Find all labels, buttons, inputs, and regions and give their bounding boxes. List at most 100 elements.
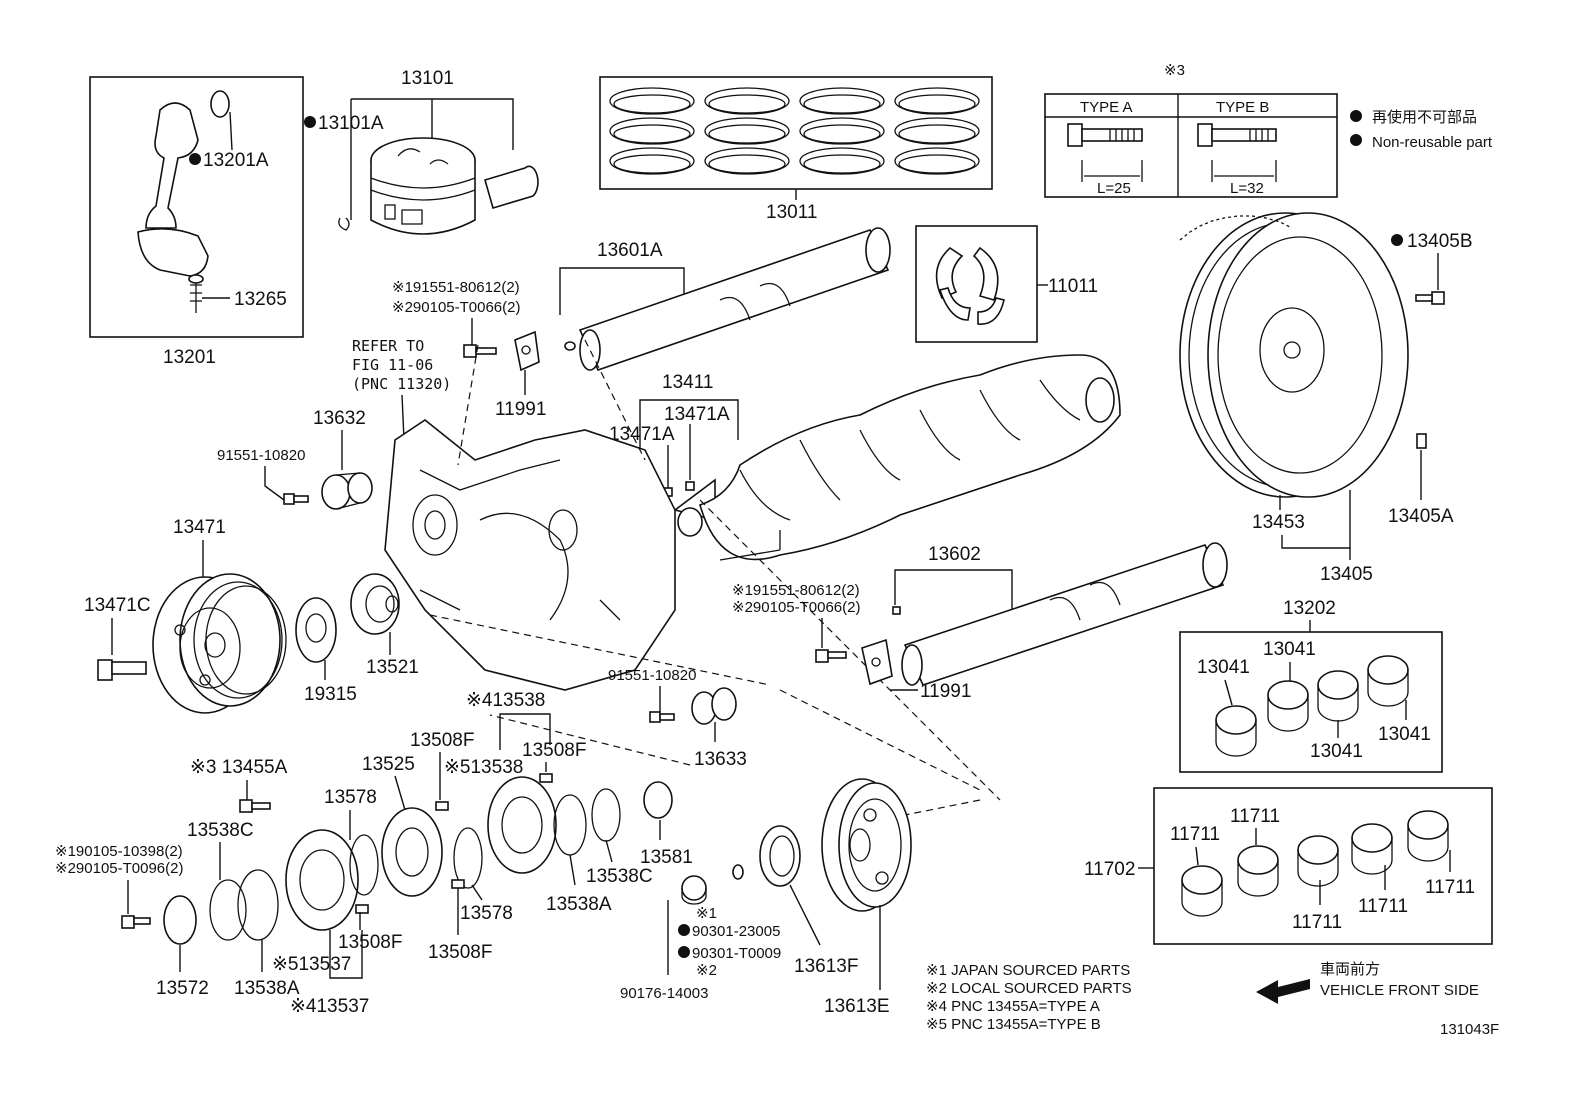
oil-plug-drawing [681, 864, 744, 905]
part-label-11711-a: 11711 [1170, 824, 1220, 845]
part-label-13508F-c: 13508F [338, 932, 402, 953]
pulley-bolt-drawing [97, 659, 147, 681]
piston-rings-drawing [609, 87, 980, 175]
piston-drawing [338, 137, 539, 235]
part-label-13471A-right: 13471A [664, 404, 730, 425]
part-label-13453: 13453 [1252, 512, 1305, 533]
part-label-13471C: 13471C [84, 595, 151, 616]
part-label-13538A-b: 13538A [234, 978, 300, 999]
part-label-13633: 13633 [694, 749, 747, 770]
figure-number: 131043F [1440, 1021, 1499, 1038]
rod-bearing-box [1179, 631, 1443, 773]
connecting-rod-drawing [137, 90, 230, 313]
non-reusable-dot [189, 153, 201, 165]
part-label-91551-upper: 91551-10820 [217, 447, 305, 464]
footnote-1: ※1 JAPAN SOURCED PARTS [926, 962, 1130, 979]
bolt-91551-upper [283, 493, 309, 505]
part-label-11702: 11702 [1084, 859, 1135, 880]
bolt-type-b-drawing [1197, 123, 1277, 182]
part-label-13101: 13101 [401, 68, 454, 89]
bolt-type-table [1044, 93, 1338, 198]
part-label-13538-type4: ※413538 [466, 690, 545, 711]
thrust-washer-box [915, 225, 1038, 343]
part-label-13405: 13405 [1320, 564, 1373, 585]
part-label-13578-b: 13578 [460, 903, 513, 924]
part-label-19315: 19315 [304, 684, 357, 705]
part-label-13471: 13471 [173, 517, 226, 538]
bolt-upper-drawing [463, 344, 497, 358]
bolt-190105-drawing [121, 915, 151, 929]
part-label-11711-d: 11711 [1358, 896, 1408, 917]
idler-gear-13632-drawing [321, 472, 373, 510]
part-label-13538A-a: 13538A [546, 894, 612, 915]
bolt-13455A-drawing [239, 799, 271, 813]
type-b-length: L=32 [1230, 180, 1264, 197]
main-bearings-drawing [1181, 810, 1449, 917]
note-290105-lower: ※290105-T0066(2) [732, 599, 860, 616]
part-label-13538C-a: 13538C [187, 820, 254, 841]
part-label-13508F-a: 13508F [410, 730, 474, 751]
dowel-pin-13405A [1416, 433, 1427, 449]
part-label-13581: 13581 [640, 847, 693, 868]
part-label-13041-a: 13041 [1197, 657, 1250, 678]
bolt-lower-drawing [815, 649, 847, 663]
part-label-13041-c: 13041 [1310, 741, 1363, 762]
crank-gear-13521-drawing [350, 573, 400, 635]
main-bearing-box [1153, 787, 1493, 945]
note-191551-lower: ※191551-80612(2) [732, 582, 860, 599]
flywheel-bolt-drawing [1415, 291, 1445, 305]
part-label-13202: 13202 [1283, 598, 1336, 619]
timing-plate-19315-drawing [295, 597, 337, 663]
footnote-4: ※5 PNC 13455A=TYPE B [926, 1016, 1101, 1033]
legend-english: Non-reusable part [1372, 134, 1493, 151]
part-label-13201A: 13201A [203, 150, 269, 171]
note-290105-upper: ※290105-T0066(2) [392, 299, 520, 316]
vehicle-front-arrow-icon [1256, 979, 1310, 1004]
part-label-13041-b: 13041 [1263, 639, 1316, 660]
footnote-2: ※2 LOCAL SOURCED PARTS [926, 980, 1132, 997]
legend-japanese: 再使用不可部品 [1372, 109, 1477, 126]
part-label-13521: 13521 [366, 657, 419, 678]
part-label-13011: 13011 [766, 202, 817, 223]
part-label-13613E: 13613E [824, 996, 890, 1017]
part-label-13578-a: 13578 [324, 787, 377, 808]
part-label-13525: 13525 [362, 754, 415, 775]
type-a-header: TYPE A [1080, 99, 1133, 116]
crank-pulley-drawing [152, 573, 287, 714]
bolt-type-a-drawing [1067, 123, 1143, 182]
part-label-91551-lower: 91551-10820 [608, 667, 696, 684]
refer-pnc-text: (PNC 11320) [352, 375, 451, 393]
part-label-13572: 13572 [156, 978, 209, 999]
part-label-13101A: 13101A [318, 113, 384, 134]
note-190105: ※190105-10398(2) [55, 843, 183, 860]
plate-11991-lower-drawing [861, 638, 893, 686]
balancer-gear-assembly-drawing [163, 776, 673, 945]
balance-shaft-upper-drawing [564, 227, 891, 371]
part-label-13632: 13632 [313, 408, 366, 429]
part-label-11991-upper: 11991 [495, 399, 546, 420]
timing-cover-drawing [384, 419, 676, 691]
part-label-13471A-left: 13471A [609, 424, 675, 445]
flywheel-drawing [1179, 212, 1409, 498]
balance-shaft-lower-drawing [901, 542, 1228, 686]
part-label-13455A: ※3 13455A [190, 757, 288, 778]
piston-ring-group-box [599, 76, 993, 190]
part-label-90301-T0009: 90301-T0009 [692, 945, 781, 962]
part-label-13537-type4: ※413537 [290, 996, 369, 1017]
legend-dot [1350, 110, 1362, 122]
part-label-13538C-b: 13538C [586, 866, 653, 887]
part-label-13405B: 13405B [1407, 231, 1473, 252]
part-label-13613F: 13613F [794, 956, 858, 977]
note-2-plug: ※2 [696, 962, 717, 979]
note-290105-c: ※290105-T0096(2) [55, 860, 183, 877]
part-label-11711-b: 11711 [1230, 806, 1280, 827]
type-a-length: L=25 [1097, 180, 1131, 197]
part-label-13508F-d: 13508F [428, 942, 492, 963]
part-label-13508F-b: 13508F [522, 740, 586, 761]
refer-fig-text: FIG 11-06 [352, 356, 433, 374]
part-label-11011: 11011 [1048, 276, 1098, 297]
crankshaft-drawing [673, 354, 1121, 561]
note-3-label: ※3 [1164, 62, 1185, 79]
refer-to-text: REFER TO [352, 337, 424, 355]
